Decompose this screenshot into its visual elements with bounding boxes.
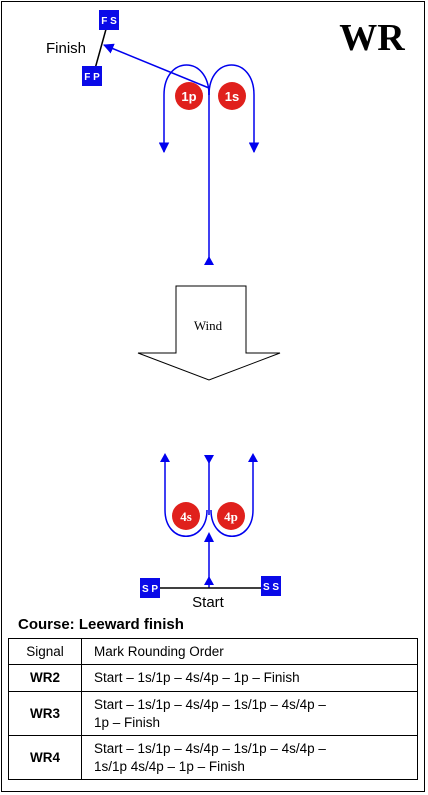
- mark-4s: [172, 502, 200, 530]
- table-header-row: Signal Mark Rounding Order: [8, 638, 418, 665]
- start-starboard-flag: [261, 576, 281, 596]
- order-cell: Start – 1s/1p – 4s/4p – 1p – Finish: [81, 664, 418, 692]
- table-row: WR2 Start – 1s/1p – 4s/4p – 1p – Finish: [8, 664, 418, 692]
- mark-4s-label: 4s: [180, 509, 192, 524]
- header-signal: Signal: [8, 638, 82, 665]
- course-title: Course: Leeward finish: [18, 616, 184, 633]
- finish-label: Finish: [46, 40, 86, 57]
- finish-starboard-flag-label: F S: [101, 16, 117, 27]
- finish-port-flag: [82, 66, 102, 86]
- upwind-leg-arrow: [204, 256, 214, 265]
- start-port-flag-label: S P: [142, 584, 158, 595]
- mark-1p-label: 1p: [181, 89, 196, 104]
- finish-starboard-flag: [99, 10, 119, 30]
- mark-4p-label: 4p: [224, 509, 238, 524]
- wind-label: Wind: [194, 318, 223, 333]
- center-leg-arrow: [204, 455, 214, 464]
- mark-1s-label: 1s: [225, 89, 239, 104]
- mark-4p: [217, 502, 245, 530]
- order-text: Start – 1s/1p – 4s/4p – 1p – Finish: [94, 670, 300, 685]
- course-diagram: WR F S F P Finish 1p 1s Wind 4s 4p S P S…: [46, 10, 405, 611]
- start-label: Start: [192, 594, 225, 611]
- rounding-4s: [164, 455, 208, 537]
- rounding-4s-arrow: [160, 453, 170, 462]
- rounding-4p: [210, 455, 254, 537]
- signal-cell: WR3: [8, 691, 82, 736]
- finish-port-flag-label: F P: [84, 72, 100, 83]
- course-code: WR: [339, 17, 405, 59]
- order-text: Start – 1s/1p – 4s/4p – 1s/1p – 4s/4p – …: [94, 696, 326, 730]
- order-cell: Start – 1s/1p – 4s/4p – 1s/1p – 4s/4p – …: [81, 735, 418, 780]
- order-text: Start – 1s/1p – 4s/4p – 1s/1p – 4s/4p – …: [94, 740, 326, 774]
- leg-to-finish: [103, 43, 210, 89]
- mark-1p: [175, 82, 203, 110]
- table-row: WR4 Start – 1s/1p – 4s/4p – 1s/1p – 4s/4…: [8, 735, 418, 780]
- rounding-4p-arrow: [248, 453, 258, 462]
- wind-arrow: [137, 285, 281, 381]
- start-leg-arrow: [204, 532, 214, 542]
- rounding-1s: [208, 64, 260, 154]
- table-row: WR3 Start – 1s/1p – 4s/4p – 1s/1p – 4s/4…: [8, 691, 418, 736]
- start-leg-arrow-bottom: [204, 576, 214, 585]
- signal-cell: WR4: [8, 735, 82, 780]
- mark-1s: [218, 82, 246, 110]
- signal-cell: WR2: [8, 664, 82, 692]
- rounding-order-table: Signal Mark Rounding Order WR2 Start – 1…: [8, 638, 418, 780]
- order-cell: Start – 1s/1p – 4s/4p – 1s/1p – 4s/4p – …: [81, 691, 418, 736]
- start-port-flag: [140, 578, 160, 598]
- start-starboard-flag-label: S S: [263, 582, 279, 593]
- rounding-1p: [158, 64, 210, 154]
- header-rounding-order: Mark Rounding Order: [81, 638, 418, 665]
